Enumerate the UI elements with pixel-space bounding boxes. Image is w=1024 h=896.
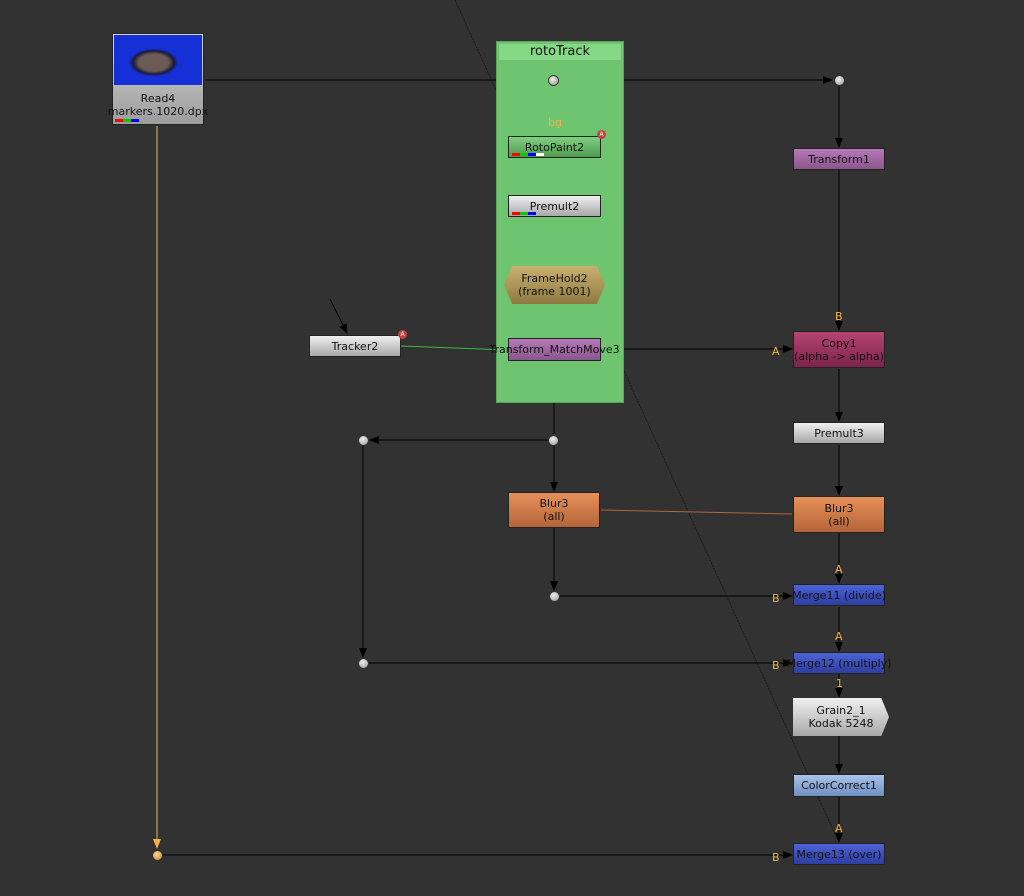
channel-indicator: [512, 212, 536, 215]
read4-name: Read4: [140, 92, 176, 105]
premult2-node[interactable]: Premult2: [508, 195, 601, 217]
node-label: Transform_MatchMove3: [489, 343, 620, 356]
node-label: FrameHold2: [521, 272, 588, 285]
merge12-node[interactable]: Merge12 (multiply): [786, 652, 892, 674]
dot-node[interactable]: [358, 435, 369, 446]
transform-matchmove3-node[interactable]: Transform_MatchMove3: [489, 338, 620, 361]
framehold2-node[interactable]: FrameHold2(frame 1001): [504, 266, 605, 304]
dot-node[interactable]: [834, 75, 845, 86]
input-label-1: 1: [836, 677, 843, 690]
input-label-bg: bg: [548, 116, 562, 129]
node-sublabel: (all): [828, 514, 850, 528]
dot-node[interactable]: [358, 658, 369, 669]
node-label: Tracker2: [331, 339, 379, 353]
copy1-node[interactable]: Copy1(alpha -> alpha): [793, 331, 885, 368]
node-label: Blur3: [539, 497, 569, 510]
dot-node[interactable]: [548, 435, 559, 446]
channel-indicator: [512, 153, 544, 156]
channel-indicator: [115, 119, 139, 122]
blur3-left-node[interactable]: Blur3(all): [508, 492, 600, 528]
node-label: Merge12 (multiply): [786, 656, 892, 670]
backdrop-title: rotoTrack: [499, 44, 621, 60]
blur3-right-node[interactable]: Blur3(all): [793, 496, 885, 533]
input-label-a: A: [835, 563, 843, 576]
input-label-a: A: [772, 345, 780, 358]
colorcorrect1-node[interactable]: ColorCorrect1: [793, 774, 885, 797]
premult3-node[interactable]: Premult3: [793, 422, 885, 444]
dot-node[interactable]: [549, 591, 560, 602]
node-label: Premult2: [529, 199, 580, 213]
node-label: Copy1: [821, 336, 857, 350]
input-label-a: A: [835, 822, 843, 835]
input-label-b: B: [772, 851, 780, 864]
node-label: Grain2_1: [816, 704, 866, 717]
transform1-node[interactable]: Transform1: [793, 148, 885, 170]
node-label: Transform1: [808, 152, 870, 166]
node-label: Premult3: [814, 426, 864, 440]
node-sublabel: (all): [543, 510, 565, 523]
node-sublabel: (alpha -> alpha): [794, 349, 884, 363]
node-label: Merge11 (divide): [792, 588, 886, 602]
node-label: ColorCorrect1: [801, 779, 877, 792]
animated-badge: A: [398, 330, 407, 339]
node-label: RotoPaint2: [524, 140, 585, 154]
input-label-a: A: [835, 630, 843, 643]
dot-node[interactable]: [152, 850, 163, 861]
tracker2-node[interactable]: Tracker2: [309, 335, 401, 357]
node-label: Blur3: [824, 501, 854, 515]
input-label-b: B: [772, 592, 780, 605]
read4-node[interactable]: Read4 markers.1020.dpx: [108, 33, 208, 125]
input-label-b: B: [835, 310, 843, 323]
node-sublabel: (frame 1001): [518, 285, 591, 298]
read4-thumbnail: [114, 35, 202, 85]
rotopaint2-node[interactable]: RotoPaint2: [508, 136, 601, 158]
merge11-node[interactable]: Merge11 (divide): [792, 584, 886, 606]
input-label-b: B: [772, 659, 780, 672]
animated-badge: A: [597, 130, 606, 139]
merge13-node[interactable]: Merge13 (over): [793, 843, 885, 865]
read4-file: markers.1020.dpx: [107, 105, 209, 118]
node-label: Merge13 (over): [796, 847, 882, 861]
node-sublabel: Kodak 5248: [808, 717, 874, 730]
dot-node[interactable]: [548, 75, 559, 86]
